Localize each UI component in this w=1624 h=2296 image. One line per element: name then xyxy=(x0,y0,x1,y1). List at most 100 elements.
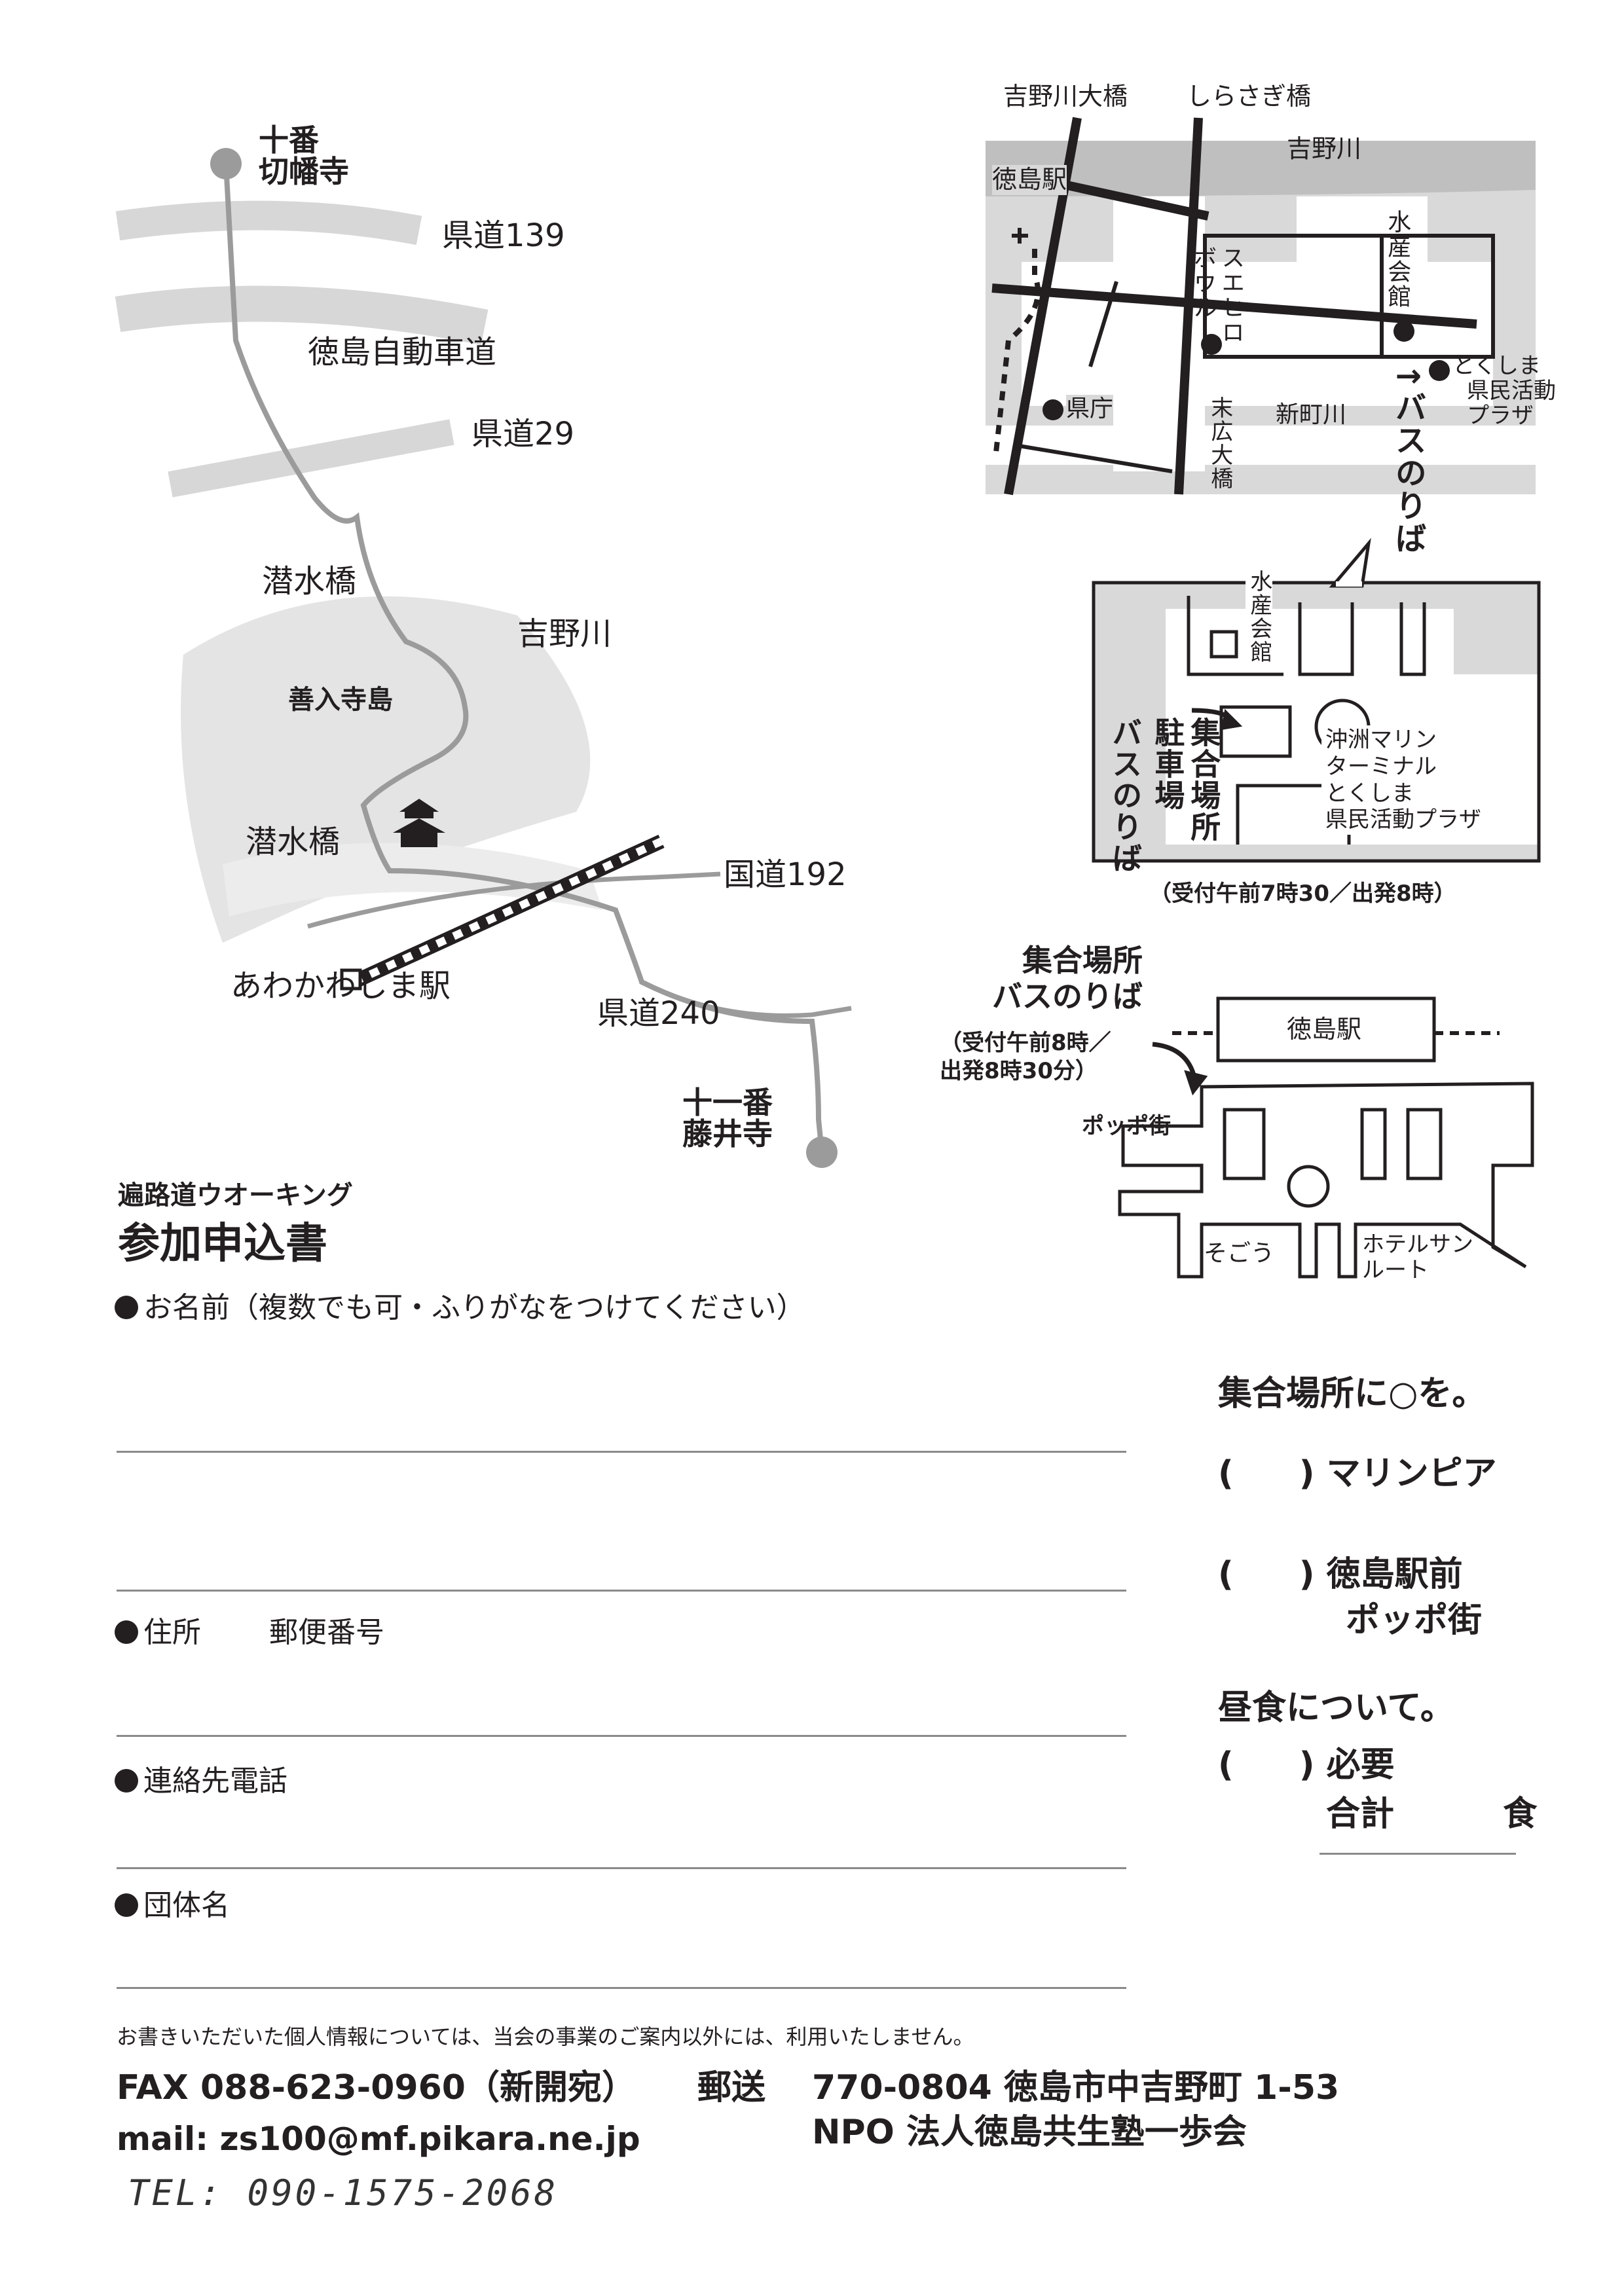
marine-bus-stop-label: バスのりば xyxy=(1107,717,1143,874)
road-kokudo192 xyxy=(307,871,721,929)
post-address: 770-0804 徳島市中吉野町 1-53 xyxy=(812,2068,1340,2107)
kenmin-plaza-line1: とくしま xyxy=(1452,353,1541,379)
phone-line[interactable] xyxy=(117,1867,1126,1869)
bridge-yoshinogawa-label: 吉野川大橋 xyxy=(1003,82,1128,111)
road-kokudo192-label: 国道192 xyxy=(724,856,847,893)
org-name: NPO 法人徳島共生塾一歩会 xyxy=(812,2113,1247,2152)
railway-dashes xyxy=(352,837,663,986)
meeting-title: 集合場所に○を。 xyxy=(1218,1374,1486,1413)
name-line-2[interactable] xyxy=(117,1590,1126,1592)
station-label: あわかわしま駅 xyxy=(231,968,451,1004)
option1-open: ( xyxy=(1218,1454,1234,1493)
option2-text-1: 徳島駅前 xyxy=(1326,1555,1463,1594)
option2-text-2: ポッポ街 xyxy=(1346,1601,1483,1641)
post-label: 郵送 xyxy=(697,2068,766,2107)
bullet-icon xyxy=(115,1620,138,1644)
terminal-line4: 県民活動プラザ xyxy=(1325,807,1481,833)
option-station[interactable]: () 徳島駅前 ポッポ街 xyxy=(1218,1552,1482,1643)
temple11-label: 十一番 藤井寺 xyxy=(682,1087,773,1150)
parking-label: 駐車場 xyxy=(1150,717,1186,811)
station-time-note: （受付午前8時／ 出発8時30分） xyxy=(940,1029,1111,1085)
option-marinepia[interactable]: () マリンピア xyxy=(1218,1453,1497,1494)
road-kendo139-label: 県道139 xyxy=(442,217,565,254)
lunch-total-line[interactable] xyxy=(1320,1853,1516,1855)
option1-text: マリンピア xyxy=(1326,1454,1497,1493)
temple11-marker xyxy=(806,1137,838,1168)
temple10-line1: 十番 xyxy=(259,122,319,158)
kenmin-plaza-line3: プラザ xyxy=(1467,403,1534,429)
name-label-row: お名前（複数でも可・ふりがなをつけてください） xyxy=(115,1291,805,1326)
group-label-row: 団体名 xyxy=(115,1889,230,1923)
station-map-title-line1: 集合場所 xyxy=(1022,943,1143,978)
island-label: 善入寺島 xyxy=(288,685,393,715)
temple10-label: 十番 切幡寺 xyxy=(259,124,349,188)
group-line[interactable] xyxy=(117,1987,1126,1989)
expressway-band xyxy=(115,285,489,345)
bullet-icon xyxy=(115,1893,138,1917)
tel-handwritten: TEL: 090-1575-2068 xyxy=(128,2172,559,2214)
suisan-kaikan-label: 水産会館 xyxy=(1384,210,1411,309)
suehiro-ohashi-label: 末広大橋 xyxy=(1206,396,1233,490)
kenmin-plaza-line2: 県民活動 xyxy=(1467,378,1556,405)
address-line[interactable] xyxy=(117,1735,1126,1737)
option2-open: ( xyxy=(1218,1555,1234,1594)
river-band-lower xyxy=(223,843,602,917)
station-time-line1: （受付午前8時／ xyxy=(940,1030,1111,1056)
kenmin-plaza-label: とくしま 県民活動 プラザ xyxy=(1452,354,1556,428)
kencho-label: 県庁 xyxy=(1066,395,1114,424)
name-line-1[interactable] xyxy=(117,1451,1126,1453)
city-bus-stop-label: ↑バスのりば xyxy=(1389,363,1426,555)
temple-icon xyxy=(393,799,445,847)
terminal-line1: 沖洲マリン xyxy=(1325,727,1437,753)
hotel-label: ホテルサン ルート xyxy=(1362,1231,1473,1284)
road-kendo139-band xyxy=(115,200,422,246)
option-lunch[interactable]: () 必要 xyxy=(1218,1745,1395,1785)
meal-label: 食 xyxy=(1503,1795,1538,1834)
station-map-station-label: 徳島駅 xyxy=(1287,1015,1362,1044)
shinmachigawa-label: 新町川 xyxy=(1276,401,1347,428)
station-map xyxy=(1118,996,1534,1279)
station-map-title-line2: バスのりば xyxy=(992,979,1143,1015)
river-label: 吉野川 xyxy=(517,615,612,652)
city-river-label: 吉野川 xyxy=(1287,134,1362,163)
expressway-label: 徳島自動車道 xyxy=(308,334,497,371)
city-map xyxy=(986,117,1536,496)
road-kendo240-label: 県道240 xyxy=(597,995,720,1032)
phone-label-row: 連絡先電話 xyxy=(115,1764,287,1799)
marine-time-note: （受付午前7時30／出発8時） xyxy=(1149,881,1456,907)
option2-close: ) xyxy=(1299,1555,1315,1594)
lunch-close: ) xyxy=(1299,1745,1315,1785)
meeting-place-label: 集合場所 xyxy=(1186,717,1222,843)
tokushima-station-label: 徳島駅 xyxy=(992,165,1067,195)
option1-close: ) xyxy=(1299,1454,1315,1493)
sue-label: スエヒロ xyxy=(1217,246,1245,345)
name-label: お名前（複数でも可・ふりがなをつけてください） xyxy=(143,1291,805,1324)
terminal-label: 沖洲マリン ターミナル とくしま 県民活動プラザ xyxy=(1321,725,1485,835)
sogo-label: そごう xyxy=(1204,1240,1275,1267)
bridge-upper-label: 潜水橋 xyxy=(262,563,357,600)
form-title: 参加申込書 xyxy=(118,1220,327,1268)
hotel-line2: ルート xyxy=(1362,1257,1429,1284)
station-map-title: 集合場所 バスのりば xyxy=(953,943,1143,1015)
temple10-line2: 切幡寺 xyxy=(259,154,349,190)
terminal-line2: ターミナル xyxy=(1325,753,1437,780)
lunch-total-row: 合計 食 xyxy=(1326,1794,1537,1834)
total-label: 合計 xyxy=(1326,1795,1395,1834)
station-marker xyxy=(340,968,362,991)
privacy-note: お書きいただいた個人情報については、当会の事業のご案内以外には、利用いたしません… xyxy=(117,2024,974,2049)
temple10-marker xyxy=(210,148,242,179)
temple11-line2: 藤井寺 xyxy=(682,1116,773,1152)
road-kendo29-band xyxy=(168,419,454,498)
poppo-label: ポッポ街 xyxy=(1082,1113,1171,1139)
mail-line: mail: zs100@mf.pikara.ne.jp xyxy=(117,2120,640,2158)
lunch-title: 昼食について。 xyxy=(1218,1688,1454,1728)
address-label-row: 住所 郵便番号 xyxy=(115,1616,384,1650)
bullet-icon xyxy=(115,1769,138,1793)
fax-line: FAX 088-623-0960（新開宛） xyxy=(117,2068,636,2107)
lunch-open: ( xyxy=(1218,1745,1234,1785)
phone-label: 連絡先電話 xyxy=(143,1764,287,1798)
road-kendo29-label: 県道29 xyxy=(471,416,575,452)
form-subtitle: 遍路道ウオーキング xyxy=(118,1180,353,1211)
hotel-line1: ホテルサン xyxy=(1362,1231,1473,1258)
